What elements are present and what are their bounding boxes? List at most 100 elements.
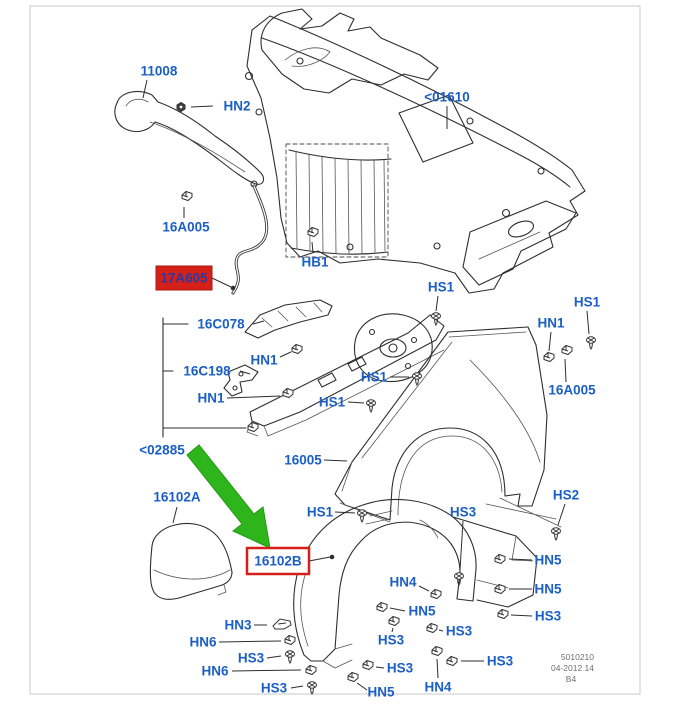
red-highlight-box[interactable] — [155, 265, 213, 291]
part-label-text-hs3-e[interactable]: HS3 — [487, 654, 514, 669]
part-label-text-hs1-a[interactable]: HS1 — [428, 280, 455, 295]
part-label-text-16c198[interactable]: 16C198 — [183, 364, 231, 379]
leader-line — [557, 503, 566, 526]
part-label-text-hs3-a[interactable]: HS3 — [450, 505, 477, 520]
part-label-hn4-a[interactable]: HN4 — [389, 575, 416, 590]
leader-line — [459, 520, 464, 571]
part-label-text-11008[interactable]: 11008 — [141, 64, 178, 79]
part-label-hs3-b[interactable]: HS3 — [535, 609, 562, 624]
part-label-hn5-d[interactable]: HN5 — [367, 685, 394, 700]
locator-lines — [485, 497, 562, 528]
part-label-hs1-a[interactable]: HS1 — [428, 280, 455, 295]
part-label-text-hs3-c[interactable]: HS3 — [446, 624, 473, 639]
part-label-16c198[interactable]: 16C198 — [183, 364, 231, 379]
part-label-hn4-b[interactable]: HN4 — [424, 680, 451, 695]
leader-line — [375, 666, 385, 669]
fastener-clip — [282, 387, 294, 399]
part-label-text-hn4-b[interactable]: HN4 — [424, 680, 451, 695]
part-label-text-hn1-a[interactable]: HN1 — [250, 353, 277, 368]
fasteners-layer — [176, 101, 596, 696]
leader-line — [548, 331, 552, 352]
part-label-text-16102a[interactable]: 16102A — [153, 490, 201, 505]
part-label-text-17a605[interactable]: 17A605 — [160, 271, 208, 286]
part-label-hn1-c[interactable]: HN1 — [537, 316, 564, 331]
part-label-hs3-d[interactable]: HS3 — [378, 633, 405, 648]
part-label-hs3-a[interactable]: HS3 — [450, 505, 477, 520]
line-art — [114, 8, 586, 669]
part-label-hs1-e[interactable]: HS1 — [307, 505, 334, 520]
part-label-text-hn5-a[interactable]: HN5 — [534, 553, 561, 568]
part-label-16005[interactable]: 16005 — [284, 453, 322, 468]
part-label-text-hn1-c[interactable]: HN1 — [537, 316, 564, 331]
part-label-hs3-g[interactable]: HS3 — [238, 651, 265, 666]
part-label-text-hn5-c[interactable]: HN5 — [408, 604, 435, 619]
part-label-02885[interactable]: <02885 — [139, 443, 185, 458]
part-label-16102a[interactable]: 16102A — [153, 490, 201, 505]
part-label-text-16102b[interactable]: 16102B — [254, 554, 302, 569]
part-label-hn5-a[interactable]: HN5 — [534, 553, 561, 568]
part-label-hb1[interactable]: HB1 — [301, 255, 328, 270]
fastener-screw — [586, 336, 596, 351]
part-label-16c078[interactable]: 16C078 — [197, 317, 245, 332]
part-label-hn1-b[interactable]: HN1 — [197, 391, 224, 406]
part-label-text-hs3-b[interactable]: HS3 — [535, 609, 562, 624]
fastener-clip — [307, 226, 319, 238]
part-label-hs2[interactable]: HS2 — [553, 488, 579, 503]
part-label-text-02885[interactable]: <02885 — [139, 443, 185, 458]
part-label-text-hn1-b[interactable]: HN1 — [197, 391, 224, 406]
part-label-text-hn6-a[interactable]: HN6 — [189, 635, 216, 650]
part-label-01610[interactable]: <01610 — [424, 90, 469, 105]
part-label-hs3-h[interactable]: HS3 — [261, 681, 288, 696]
part-label-hn2[interactable]: HN2 — [223, 99, 250, 114]
part-label-text-hs1-e[interactable]: HS1 — [307, 505, 334, 520]
part-label-text-hn2[interactable]: HN2 — [223, 99, 250, 114]
leader-line — [347, 401, 365, 404]
part-label-text-hs3-g[interactable]: HS3 — [238, 651, 265, 666]
part-label-hn3[interactable]: HN3 — [224, 618, 251, 633]
part-label-hn5-b[interactable]: HN5 — [534, 582, 561, 597]
part-label-hn1-a[interactable]: HN1 — [250, 353, 277, 368]
part-label-text-hs2[interactable]: HS2 — [553, 488, 579, 503]
part-label-text-hs1-b[interactable]: HS1 — [361, 370, 388, 385]
part-label-17a605[interactable]: 17A605 — [155, 265, 213, 291]
part-label-hs1-d[interactable]: HS1 — [574, 295, 601, 310]
part-label-hs1-b[interactable]: HS1 — [361, 370, 388, 385]
group-bracket-lines — [162, 317, 247, 438]
part-label-text-01610[interactable]: <01610 — [424, 90, 469, 105]
part-label-text-hn6-b[interactable]: HN6 — [201, 664, 228, 679]
part-label-text-hn4-a[interactable]: HN4 — [389, 575, 416, 590]
dashed-reference-box — [285, 143, 389, 258]
part-label-16102b[interactable]: 16102B — [245, 546, 311, 576]
part-label-hs3-c[interactable]: HS3 — [446, 624, 473, 639]
fastener-screw — [551, 527, 561, 542]
part-label-hs1-c[interactable]: HS1 — [319, 395, 346, 410]
part-label-hn5-c[interactable]: HN5 — [408, 604, 435, 619]
part-label-text-hs3-h[interactable]: HS3 — [261, 681, 288, 696]
part-label-11008[interactable]: 11008 — [141, 64, 178, 79]
part-label-text-16a005-l[interactable]: 16A005 — [162, 220, 210, 235]
washer-hose-drawing — [231, 184, 269, 295]
part-label-text-hn3[interactable]: HN3 — [224, 618, 251, 633]
part-label-text-hb1[interactable]: HB1 — [301, 255, 328, 270]
part-label-text-hs3-d[interactable]: HS3 — [378, 633, 405, 648]
fender-drawing — [334, 326, 548, 523]
part-label-text-hs3-f[interactable]: HS3 — [387, 661, 414, 676]
part-label-text-16005[interactable]: 16005 — [284, 453, 322, 468]
part-label-hn6-b[interactable]: HN6 — [201, 664, 228, 679]
part-label-text-hs1-c[interactable]: HS1 — [319, 395, 346, 410]
part-label-16a005-r[interactable]: 16A005 — [548, 383, 596, 398]
fastener-bracket — [272, 618, 292, 630]
part-label-hs3-f[interactable]: HS3 — [387, 661, 414, 676]
part-label-text-hn5-d[interactable]: HN5 — [367, 685, 394, 700]
fastener-nut — [176, 101, 186, 113]
part-label-text-16c078[interactable]: 16C078 — [197, 317, 245, 332]
part-label-text-16a005-r[interactable]: 16A005 — [548, 383, 596, 398]
fastener-clip — [247, 421, 259, 433]
part-label-16a005-l[interactable]: 16A005 — [162, 220, 210, 235]
part-label-text-hs1-d[interactable]: HS1 — [574, 295, 601, 310]
part-label-text-hn5-b[interactable]: HN5 — [534, 582, 561, 597]
leader-line — [190, 105, 214, 108]
part-label-hs3-e[interactable]: HS3 — [487, 654, 514, 669]
red-outline-box[interactable] — [245, 546, 311, 576]
part-label-hn6-a[interactable]: HN6 — [189, 635, 216, 650]
